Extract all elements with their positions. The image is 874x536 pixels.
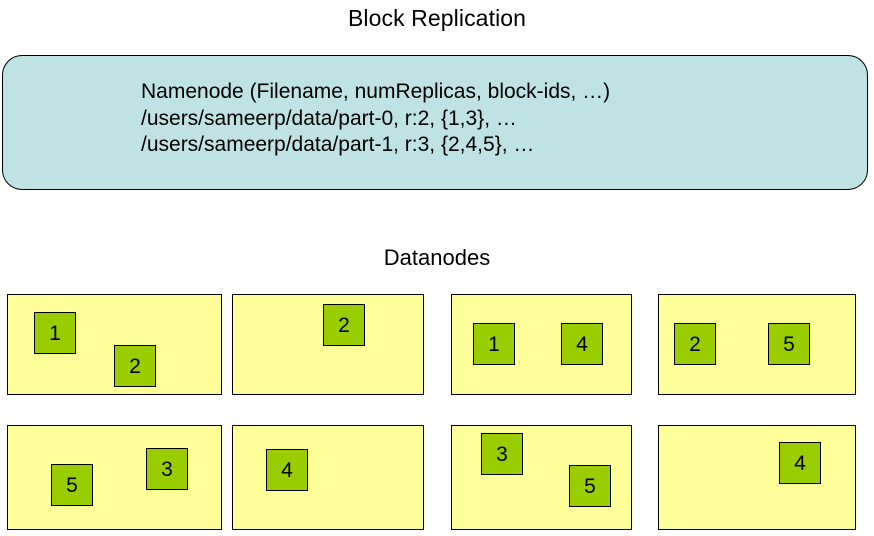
data-block: 1 [473,323,515,365]
data-block: 2 [114,345,156,387]
namenode-box: Namenode (Filename, numReplicas, block-i… [2,55,868,190]
data-block: 4 [779,442,821,484]
namenode-header-line: Namenode (Filename, numReplicas, block-i… [141,80,611,103]
data-block: 4 [266,449,308,491]
data-block: 3 [481,433,523,475]
datanode-rack: 4 [232,425,424,530]
data-block: 5 [569,465,611,507]
datanodes-label: Datanodes [383,245,491,270]
namenode-entry-line-0: /users/sameerp/data/part-0, r:2, {1,3}, … [141,106,517,130]
data-block: 4 [561,323,603,365]
data-block: 3 [146,448,188,490]
datanode-rack: 4 [658,425,856,530]
page-title: Block Replication [347,5,527,31]
namenode-text: Namenode (Filename, numReplicas, block-i… [141,79,610,159]
data-block: 1 [34,312,76,354]
namenode-entry-line-1: /users/sameerp/data/part-1, r:3, {2,4,5}… [141,133,535,156]
data-block: 5 [768,323,810,365]
data-block: 2 [323,304,365,346]
data-block: 2 [674,323,716,365]
datanode-rack: 2 [232,294,424,395]
data-block: 5 [51,464,93,506]
